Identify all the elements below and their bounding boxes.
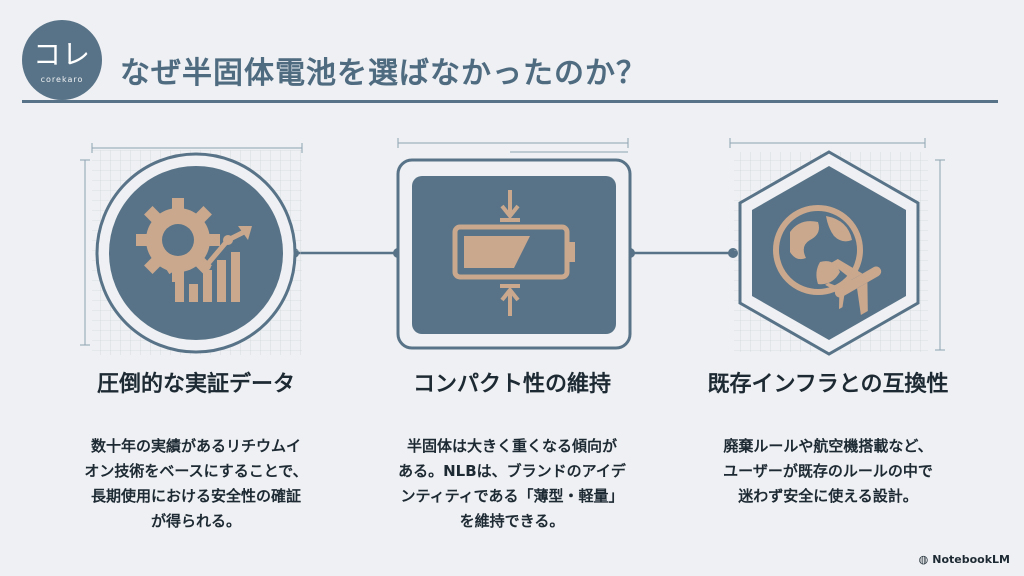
card-1-line: が得られる。 [150,512,241,530]
card-2-line: ンティティである「薄型・軽量」 [400,487,624,505]
card-2-line: を維持できる。 [459,512,565,530]
card-3-heading: 既存インフラとの互換性 [707,372,949,397]
card-2-heading: コンパクト性の維持 [412,372,611,397]
card-1-line: 長期使用における安全性の確証 [90,487,301,505]
card-3-graphic [729,138,945,356]
page-title: なぜ半固体電池を選ばなかったのか？ [120,56,647,91]
card-1-description: 数十年の実績があるリチウムイ オン技術をベースにすることで、 長期使用における安… [46,434,346,534]
card-1-line: オン技術をベースにすることで、 [84,462,308,480]
gear-chart-icon [136,198,252,302]
card-3-line: 廃棄ルールや航空機搭載など、 [723,437,933,455]
logo-text: コレ [32,37,91,71]
card-3-line: 迷わず安全に使える設計。 [738,487,918,505]
title-divider [22,100,998,103]
card-3-description: 廃棄ルールや航空機搭載など、 ユーザーが既存のルールの中で 迷わず安全に使える設… [678,434,978,509]
card-2-description: 半固体は大きく重くなる傾向が ある。NLBは、ブランドのアイデ ンティティである… [362,434,662,534]
card-2-line: ある。NLBは、ブランドのアイデ [398,462,626,480]
diagram [80,138,945,356]
globe-airplane-icon [773,205,882,315]
notebooklm-icon: ◍ [918,553,929,566]
card-1-heading: 圧倒的な実証データ [96,372,295,397]
card-1-line: 数十年の実績があるリチウムイ [90,437,301,455]
card-3-line: ユーザーが既存のルールの中で [723,462,933,480]
card-2-graphic [396,138,632,350]
battery-compress-icon [452,190,575,316]
brand-watermark: ◍ NotebookLM [919,553,1010,566]
card-1-graphic [80,143,303,355]
logo-subtext: corekaro [40,74,84,84]
card-2-line: 半固体は大きく重くなる傾向が [406,437,617,455]
connector-right [625,248,738,258]
connector-left [289,248,403,258]
brand-label: NotebookLM [932,553,1010,566]
logo: コレ corekaro [22,20,102,100]
